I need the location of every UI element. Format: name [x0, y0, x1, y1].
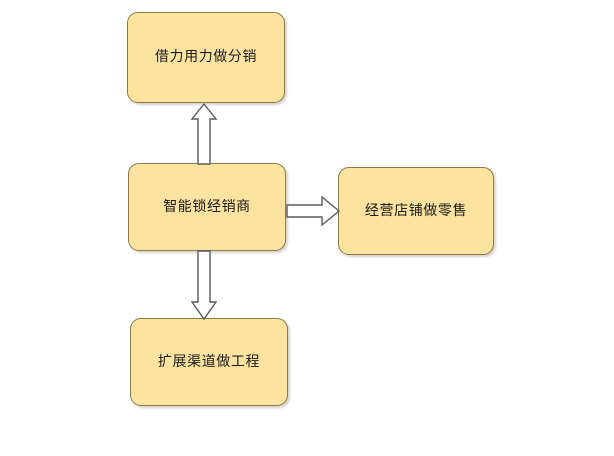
connector-arrow-up-icon[interactable] [190, 102, 218, 165]
diagram-node-right[interactable]: 经营店铺做零售 [338, 167, 494, 255]
diagram-node-top-label: 借力用力做分销 [154, 49, 258, 66]
connector-arrow-down-icon[interactable] [190, 250, 218, 321]
diagram-node-bottom-label: 扩展渠道做工程 [157, 353, 261, 370]
diagram-node-right-label: 经营店铺做零售 [364, 202, 468, 219]
connector-arrow-right-icon[interactable] [286, 194, 341, 228]
diagram-node-center[interactable]: 智能锁经销商 [128, 163, 286, 251]
diagram-node-bottom[interactable]: 扩展渠道做工程 [130, 318, 288, 406]
diagram-node-center-label: 智能锁经销商 [163, 198, 251, 215]
diagram-node-top[interactable]: 借力用力做分销 [127, 12, 285, 103]
